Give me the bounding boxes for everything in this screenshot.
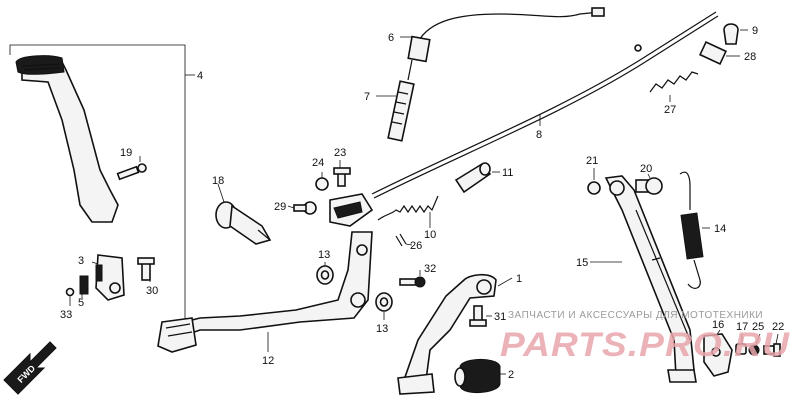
callout-11: 11 [502, 167, 513, 179]
bolt-29 [293, 201, 317, 215]
callout-21: 21 [586, 155, 598, 167]
spring-27 [649, 71, 699, 93]
callout-16: 16 [712, 319, 724, 331]
callout-20: 20 [640, 163, 652, 175]
ball-33 [65, 287, 75, 297]
callout-15: 15 [576, 257, 588, 269]
washer-25 [748, 344, 760, 356]
cotter-pin-26 [395, 233, 407, 247]
callout-5: 5 [78, 297, 84, 309]
bolt-23 [333, 167, 351, 187]
callout-4: 4 [197, 70, 203, 82]
bolt-31 [469, 305, 487, 327]
callout-19: 19 [120, 147, 132, 159]
callout-25: 25 [752, 321, 764, 333]
callout-12: 12 [262, 355, 274, 367]
kick-starter-arm [21, 57, 119, 223]
callout-32: 32 [424, 263, 436, 275]
fwd-arrow: FWD [3, 341, 57, 395]
watermark-tagline: ЗАПЧАСТИ И АКСЕССУАРЫ ДЛЯ МОТОТЕХНИКИ [508, 310, 763, 321]
callout-8: 8 [536, 129, 542, 141]
callout-31: 31 [494, 311, 506, 323]
kick-boss-3 [95, 254, 125, 301]
shift-rubber-2 [454, 359, 501, 393]
spring-14 [679, 171, 704, 289]
leader-lines [69, 29, 779, 375]
callout-6: 6 [388, 32, 394, 44]
bolt-30 [137, 257, 155, 281]
callout-numbers: 1 2 3 4 5 6 7 8 9 10 11 12 13 13 14 15 1… [60, 25, 784, 381]
brake-arm [329, 193, 374, 227]
bracket-16 [703, 333, 733, 377]
callout-26: 26 [410, 240, 422, 252]
bolt-20 [635, 177, 663, 195]
side-stand-15 [604, 175, 697, 383]
callout-13-b: 13 [376, 323, 388, 335]
callout-2: 2 [508, 369, 514, 381]
callout-7: 7 [364, 91, 370, 103]
callout-30: 30 [146, 285, 158, 297]
callout-13-a: 13 [318, 249, 330, 261]
cap-9 [723, 23, 739, 45]
nut-21 [587, 181, 601, 195]
joint-28 [699, 40, 727, 66]
callout-27: 27 [664, 104, 676, 116]
bolt-22 [763, 343, 781, 357]
kick-starter-group [9, 44, 195, 331]
callout-23: 23 [334, 147, 346, 159]
callout-22: 22 [772, 321, 784, 333]
callout-9: 9 [752, 25, 758, 37]
nut-24 [315, 177, 329, 191]
bolt-19 [116, 163, 147, 181]
callout-10: 10 [424, 229, 436, 241]
collar-11 [454, 162, 492, 194]
collar-17 [735, 343, 747, 355]
spring-5 [79, 275, 89, 295]
cable-6 [407, 7, 605, 81]
watermark-brand: PARTS.PRO.RU [500, 326, 790, 364]
callout-17: 17 [736, 321, 748, 333]
callout-24: 24 [312, 157, 324, 169]
callout-3: 3 [78, 255, 84, 267]
watermark: ЗАПЧАСТИ И АКСЕССУАРЫ ДЛЯ МОТОТЕХНИКИ PA… [500, 310, 790, 364]
shift-lever-1 [397, 273, 497, 395]
callout-29: 29 [274, 201, 286, 213]
pivot-bolt-18 [215, 201, 272, 245]
callout-14: 14 [714, 223, 726, 235]
callout-1: 1 [516, 273, 522, 285]
callout-28: 28 [744, 51, 756, 63]
brake-pedal [157, 231, 373, 353]
bolt-32 [399, 276, 426, 288]
cable-adjuster-7 [387, 80, 415, 142]
brake-rod-8 [371, 11, 717, 195]
spring-10 [377, 195, 439, 221]
callout-33: 33 [60, 309, 72, 321]
callout-18: 18 [212, 175, 224, 187]
